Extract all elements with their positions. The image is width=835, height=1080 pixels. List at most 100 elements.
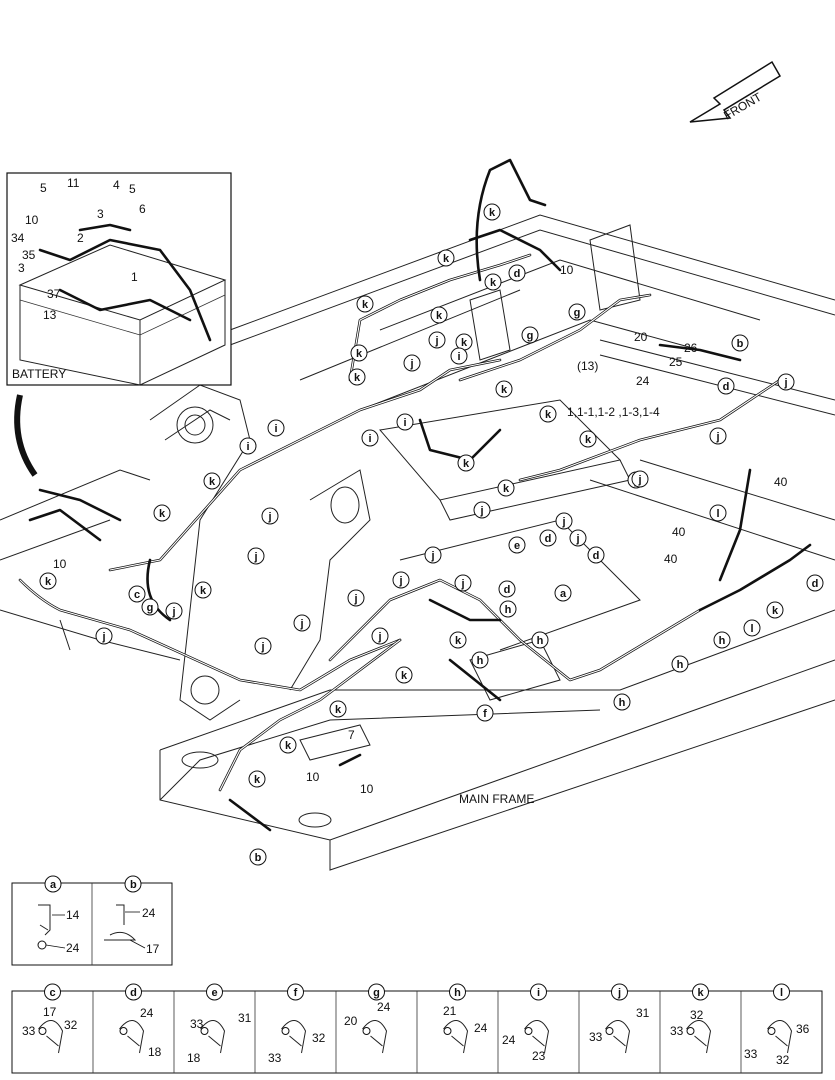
detail-e-part: 31 — [238, 1011, 252, 1025]
part-24: 24 — [636, 374, 650, 388]
callout-layer: kkdkkkkjkggkjikiiikjkkikkjjkjjjedjdljjda… — [39, 203, 824, 866]
callout-k: k — [457, 454, 475, 472]
callout-j: j — [347, 589, 365, 607]
callout-j: j — [371, 627, 389, 645]
detail-f-letter: f — [294, 987, 298, 999]
callout-k: k — [39, 572, 57, 590]
svg-text:h: h — [505, 604, 512, 616]
callout-k: k — [437, 249, 455, 267]
callout-j: j — [247, 547, 265, 565]
callout-k: k — [395, 666, 413, 684]
callout-c: c — [128, 585, 146, 603]
svg-text:j: j — [377, 631, 381, 643]
callout-i: i — [361, 429, 379, 447]
paren-13-label: (13) — [577, 359, 598, 373]
detail-h-part: 24 — [474, 1021, 488, 1035]
callout-j: j — [631, 470, 649, 488]
callout-k: k — [483, 203, 501, 221]
svg-text:j: j — [460, 578, 464, 590]
svg-text:b: b — [255, 852, 262, 864]
svg-text:j: j — [637, 474, 641, 486]
detail-k-letter: k — [697, 987, 704, 999]
svg-text:j: j — [575, 533, 579, 545]
svg-text:k: k — [772, 605, 779, 617]
svg-text:k: k — [285, 740, 292, 752]
callout-g: g — [521, 326, 539, 344]
callout-j: j — [424, 546, 442, 564]
svg-text:i: i — [403, 417, 406, 429]
callout-l: l — [743, 619, 761, 637]
svg-text:i: i — [457, 351, 460, 363]
callout-i: i — [450, 347, 468, 365]
callout-j: j — [428, 331, 446, 349]
svg-text:i: i — [246, 441, 249, 453]
callout-k: k — [430, 306, 448, 324]
detail-d-part: 18 — [148, 1045, 162, 1059]
svg-text:g: g — [147, 602, 154, 614]
svg-text:b: b — [737, 338, 744, 350]
callout-k: k — [539, 405, 557, 423]
part-10-c: 10 — [306, 770, 320, 784]
detail-j-letter: j — [617, 987, 621, 999]
svg-text:l: l — [750, 623, 753, 635]
detail-h-part: 21 — [443, 1004, 457, 1018]
detail-j-part: 31 — [636, 1006, 650, 1020]
svg-text:j: j — [715, 431, 719, 443]
detail-i-part: 23 — [532, 1049, 546, 1063]
part-37: 37 — [47, 287, 61, 301]
callout-k: k — [356, 295, 374, 313]
callout-j: j — [777, 373, 795, 391]
detail-e-part: 33 — [190, 1017, 204, 1031]
svg-text:j: j — [101, 631, 105, 643]
detail-a: a 14 24 — [37, 875, 80, 955]
svg-text:k: k — [335, 704, 342, 716]
callout-h: h — [671, 655, 689, 673]
battery-label: BATTERY — [12, 367, 66, 381]
svg-text:a: a — [560, 588, 567, 600]
svg-text:d: d — [504, 584, 511, 596]
callout-j: j — [454, 574, 472, 592]
svg-text:l: l — [716, 508, 719, 520]
svg-text:h: h — [719, 635, 726, 647]
part-35: 35 — [22, 248, 36, 262]
detail-d-part: 24 — [140, 1006, 154, 1020]
callout-j: j — [293, 614, 311, 632]
detail-b: b 24 17 — [104, 875, 160, 956]
callout-j: j — [569, 529, 587, 547]
callout-j: j — [261, 507, 279, 525]
svg-text:k: k — [356, 348, 363, 360]
callout-j: j — [555, 512, 573, 530]
part-40-c: 40 — [664, 552, 678, 566]
callout-e: e — [508, 536, 526, 554]
detail-i-part: 24 — [502, 1033, 516, 1047]
part-3b: 3 — [18, 261, 25, 275]
svg-text:g: g — [527, 330, 534, 342]
callout-a: a — [554, 584, 572, 602]
callout-k: k — [449, 631, 467, 649]
wiring-harness — [18, 158, 812, 832]
part-7: 7 — [348, 728, 355, 742]
part-34: 34 — [11, 231, 25, 245]
callout-h: h — [713, 631, 731, 649]
svg-text:f: f — [483, 708, 487, 720]
svg-text:k: k — [159, 508, 166, 520]
part-10-d: 10 — [360, 782, 374, 796]
detail-g-part: 24 — [377, 1000, 391, 1014]
callout-k: k — [766, 601, 784, 619]
callout-i: i — [396, 413, 414, 431]
svg-text:j: j — [267, 511, 271, 523]
callout-i: i — [239, 437, 257, 455]
detail-c-part: 32 — [64, 1018, 78, 1032]
svg-text:k: k — [254, 774, 261, 786]
svg-text:k: k — [545, 409, 552, 421]
part-26: 26 — [684, 341, 698, 355]
callout-b: b — [249, 848, 267, 866]
callout-j: j — [709, 427, 727, 445]
detail-c-part: 33 — [22, 1024, 36, 1038]
svg-text:j: j — [479, 505, 483, 517]
detail-g-letter: g — [373, 987, 380, 999]
